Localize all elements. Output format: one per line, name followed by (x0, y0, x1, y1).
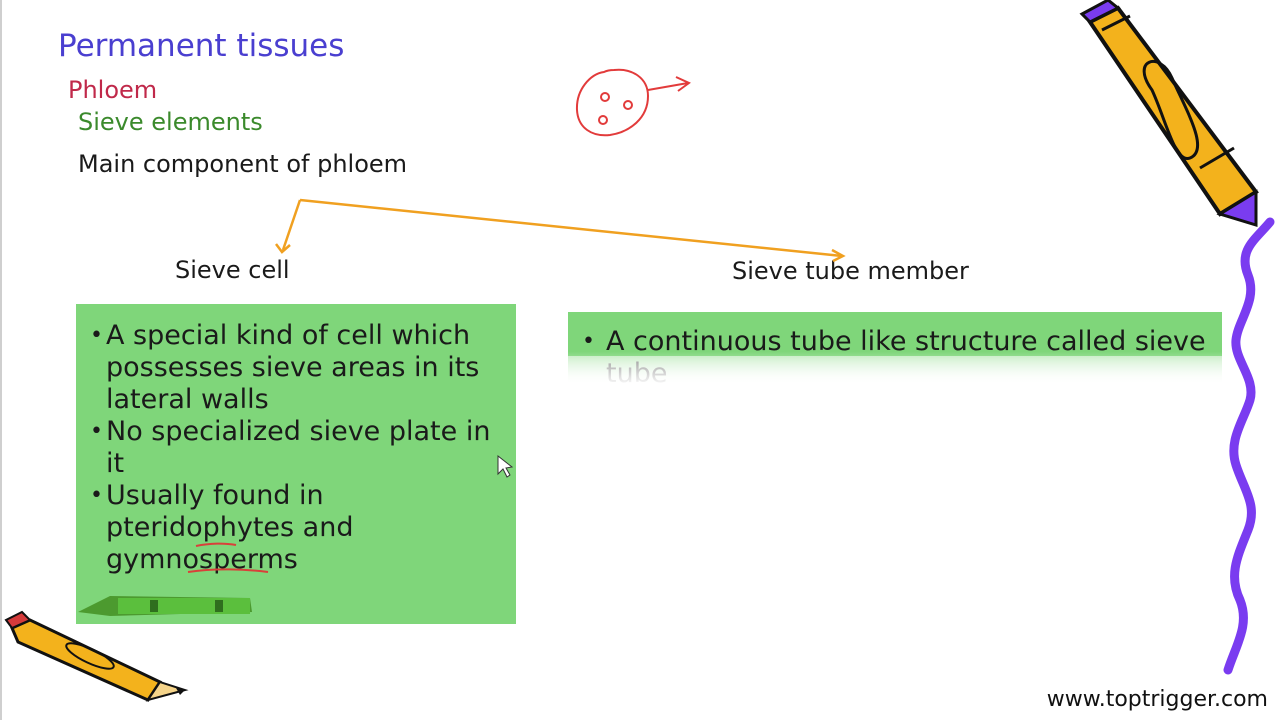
subtitle-main-component: Main component of phloem (78, 150, 408, 178)
list-item: • A special kind of cell which possesses… (90, 320, 508, 416)
crayon-icon (78, 596, 252, 616)
heading-sieve-tube-member: Sieve tube member (732, 257, 969, 285)
cursor-icon (497, 454, 514, 478)
pencil-icon-bottom-left (4, 610, 189, 702)
list-item: • No specialized sieve plate in it (90, 416, 508, 480)
bullet-text: Usually found in pteridophytes and gymno… (106, 480, 354, 575)
sieve-cell-box: • A special kind of cell which possesses… (76, 304, 516, 624)
heading-sieve-cell: Sieve cell (175, 256, 290, 284)
subtitle-phloem: Phloem (68, 76, 158, 104)
sieve-tube-box: • A continuous tube like structure calle… (568, 312, 1222, 384)
sieve-cell-bullet-list: • A special kind of cell which possesses… (76, 304, 516, 576)
subtitle-sieve-elements: Sieve elements (78, 108, 263, 136)
slide-edge (0, 0, 2, 720)
branch-arrow (275, 198, 846, 263)
bullet-icon: • (582, 329, 595, 354)
red-cell-doodle (575, 68, 691, 137)
slide-title: Permanent tissues (58, 28, 345, 64)
bullet-icon: • (90, 419, 103, 444)
fade-in-animation-overlay (568, 356, 1222, 384)
list-item: • Usually found in pteridophytes and gym… (90, 480, 508, 576)
red-underline-annotation (187, 542, 269, 573)
bullet-icon: • (90, 483, 103, 508)
bullet-text: A special kind of cell which possesses s… (106, 320, 480, 415)
pencil-icon-top-right (1079, 0, 1259, 228)
bullet-icon: • (90, 323, 103, 348)
website-footer: www.toptrigger.com (1046, 687, 1268, 712)
bullet-text: No specialized sieve plate in it (106, 416, 491, 479)
purple-squiggle (1223, 217, 1275, 675)
